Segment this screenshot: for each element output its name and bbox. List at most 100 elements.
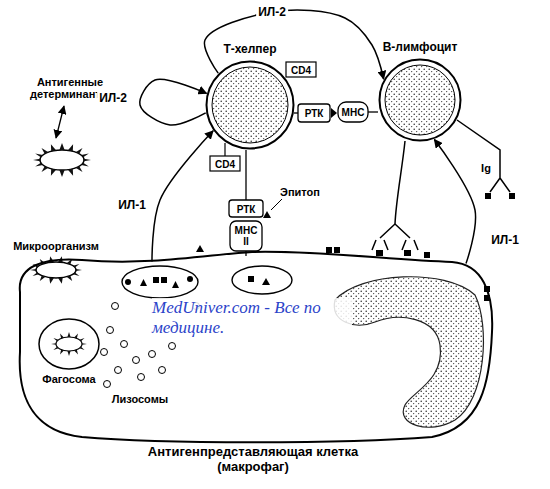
antigen-fragment	[331, 108, 337, 118]
molecule-label: МНС	[342, 107, 365, 118]
antigen-fragment	[326, 247, 332, 253]
cell-nucleus	[385, 65, 455, 135]
molecule-label: Ig	[481, 162, 491, 174]
lysosome	[149, 351, 156, 358]
antigen-determinant-arrow	[56, 106, 64, 138]
cell-membrane	[207, 62, 294, 149]
b-lymphocyte-cell: В-лимфоцит	[378, 58, 462, 142]
lysosome	[112, 303, 119, 310]
phagolysosome-content	[153, 277, 159, 283]
bound-antigen	[509, 193, 515, 199]
macrophage-nucleus	[334, 277, 483, 427]
antigen-determinant	[76, 148, 83, 154]
watermark: MedUniver.com - Все по медицине.	[152, 298, 352, 337]
antigen-determinant	[59, 170, 64, 177]
antigen-determinant	[53, 347, 58, 350]
phagolysosome-content	[161, 277, 167, 283]
cytokine-arrow	[152, 131, 213, 262]
molecule-label: CD4	[291, 64, 311, 75]
cytokine-arrow	[140, 79, 207, 125]
t-cell-receptor	[245, 150, 246, 200]
phagolysosome-content	[140, 279, 147, 286]
phagolysosome	[232, 266, 292, 294]
molecule-label: CD4	[215, 158, 235, 169]
lysosome	[115, 367, 122, 374]
phagosome-membrane	[39, 319, 99, 369]
node-heading: Микроорганизм	[13, 240, 99, 253]
phagolysosome	[122, 266, 198, 298]
node-heading: В-лимфоцит	[383, 41, 458, 55]
cytokine-label: ИЛ-2	[256, 5, 288, 19]
molecule-label: РТК	[305, 108, 324, 119]
bound-antigen	[404, 250, 411, 256]
antigen-determinant	[41, 148, 48, 154]
lysosome	[138, 374, 145, 381]
phagolysosome-content	[248, 276, 254, 282]
cytokine-arrow	[204, 10, 383, 79]
b-cell-receptor	[380, 224, 410, 238]
node-heading: Т-хелпер	[223, 43, 276, 57]
phagolysosome-content	[125, 279, 131, 285]
antigen-determinant	[79, 347, 84, 350]
molecule-label: РТК	[237, 203, 256, 214]
bound-antigen	[485, 193, 491, 199]
antigen-determinant	[76, 166, 83, 172]
antigen-determinant	[35, 163, 43, 167]
phagolysosome-content	[172, 281, 179, 288]
antigen-determinant	[60, 334, 64, 339]
lysosome	[107, 327, 114, 334]
macrophage-membrane	[20, 252, 493, 443]
t-helper-cell: Т-хелпер	[205, 60, 295, 150]
antigen-determinant	[67, 332, 70, 337]
lysosome	[121, 341, 128, 348]
node-heading: Антигенпредставляющая клетка (макрофаг)	[113, 445, 393, 475]
antigen-determinant	[68, 144, 73, 151]
antigen-fragment	[263, 211, 271, 218]
engulfed-microorganism	[56, 337, 82, 351]
phagosome: Фагосома	[38, 318, 100, 370]
antigen-determinant	[41, 166, 48, 172]
lysosome	[169, 343, 176, 350]
mhc-molecule	[230, 221, 262, 251]
phagolysosome-content	[187, 276, 193, 282]
node-outline	[378, 58, 462, 142]
antigen-determinant	[73, 273, 80, 276]
lysosome	[101, 349, 108, 356]
antigen-determinant	[68, 169, 73, 176]
cytokine-arrow	[434, 139, 475, 263]
phagolysosome-content	[125, 276, 270, 288]
microorganism-body	[36, 262, 76, 278]
antigen-determinant	[40, 276, 46, 281]
antigen-determinant	[67, 351, 70, 356]
antigen-determinant	[58, 278, 63, 284]
antigen-determinant	[74, 334, 78, 339]
callout-label: Лизосомы	[112, 393, 168, 405]
antigen-determinant	[81, 163, 89, 167]
b-cell-receptor	[395, 141, 405, 224]
antigen-fragment	[424, 252, 430, 258]
antigen-determinant	[51, 169, 56, 176]
t-cell-receptor	[229, 200, 263, 217]
t-cell-receptor	[298, 104, 330, 122]
antigen-determinant	[53, 338, 58, 341]
antigen-determinant	[81, 153, 89, 157]
antigen-determinant	[67, 276, 73, 281]
b-cell-receptor	[457, 120, 510, 192]
b-cell-receptor	[372, 120, 510, 250]
b-cell-receptor	[372, 240, 418, 250]
callout-label: Эпитоп	[280, 186, 320, 198]
free-microorganism	[33, 143, 91, 177]
antigen-fragment	[196, 245, 204, 252]
antigen-determinant	[51, 144, 56, 151]
antigen-fragment	[334, 247, 340, 253]
leader-line	[271, 199, 282, 210]
antigen-determinant	[82, 343, 87, 345]
antigen-determinant	[30, 269, 36, 271]
antigen-determinant	[74, 350, 78, 355]
antigen-determinant	[76, 269, 82, 271]
bound-antigen	[376, 250, 383, 256]
antigen-determinant	[49, 278, 54, 284]
mhc-molecule	[368, 111, 378, 112]
antigen-determinant	[84, 159, 91, 161]
antigen-determinant	[79, 338, 84, 341]
